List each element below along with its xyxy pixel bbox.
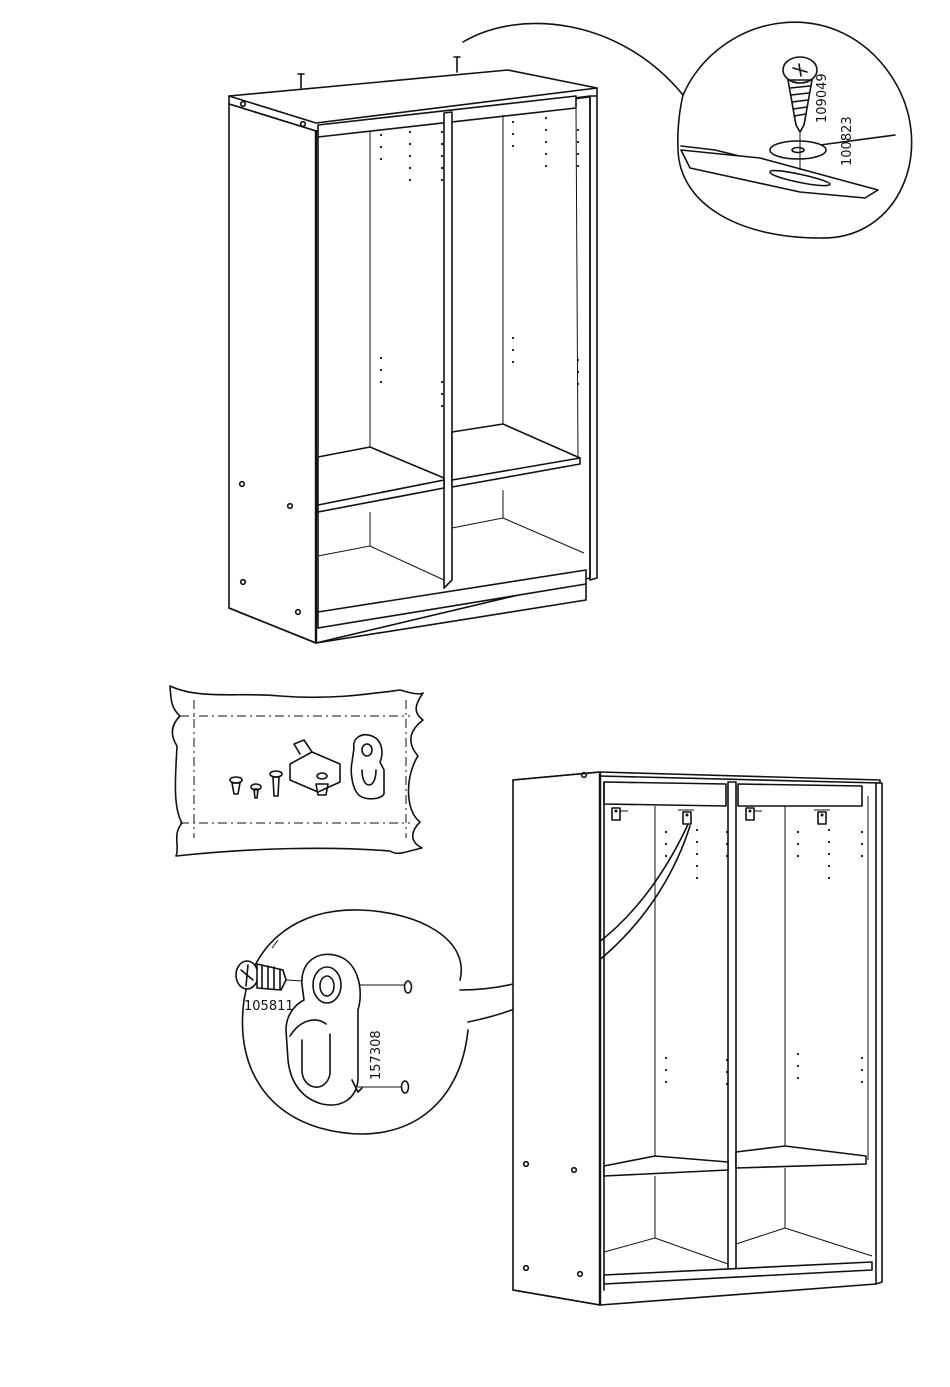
- hook-icon: [351, 735, 384, 799]
- wardrobe-left-side: [229, 104, 316, 643]
- part-number-screw-hook: 105811: [244, 999, 294, 1014]
- shelf-left: [604, 1156, 728, 1176]
- part-number-hook: 157308: [369, 1030, 384, 1080]
- wardrobe-top-rail-left: [604, 782, 726, 806]
- shelf-right: [452, 424, 580, 487]
- hook-icon: [612, 808, 830, 824]
- hook-icon: [286, 954, 362, 1105]
- wardrobe-divider: [444, 112, 452, 588]
- part-number-washer-top: 100823: [840, 116, 855, 166]
- wardrobe-divider: [728, 782, 736, 1272]
- zoom-circle-top: [678, 22, 912, 238]
- wardrobe-right-side: [590, 96, 597, 580]
- panel-holes: [358, 981, 412, 1093]
- wardrobe-right-side: [876, 783, 882, 1284]
- shelf-pin-holes: [665, 829, 863, 1085]
- washer-icon: [770, 141, 826, 159]
- detail-zoom-hook: 105811 157308: [236, 820, 690, 1134]
- hardware-bag-icon: [170, 686, 423, 856]
- wardrobe-top-assembly: [229, 57, 597, 643]
- wardrobe-top-rail-right: [738, 784, 862, 806]
- wardrobe-left-side: [513, 772, 600, 1305]
- shelf-left: [318, 447, 444, 512]
- shelf-right: [736, 1146, 866, 1168]
- wardrobe-plinth: [604, 1262, 872, 1284]
- wardrobe-bottom-assembly: [513, 772, 882, 1305]
- detail-zoom-top: 109049 100823: [463, 22, 912, 238]
- part-number-screw-top: 109049: [815, 73, 830, 123]
